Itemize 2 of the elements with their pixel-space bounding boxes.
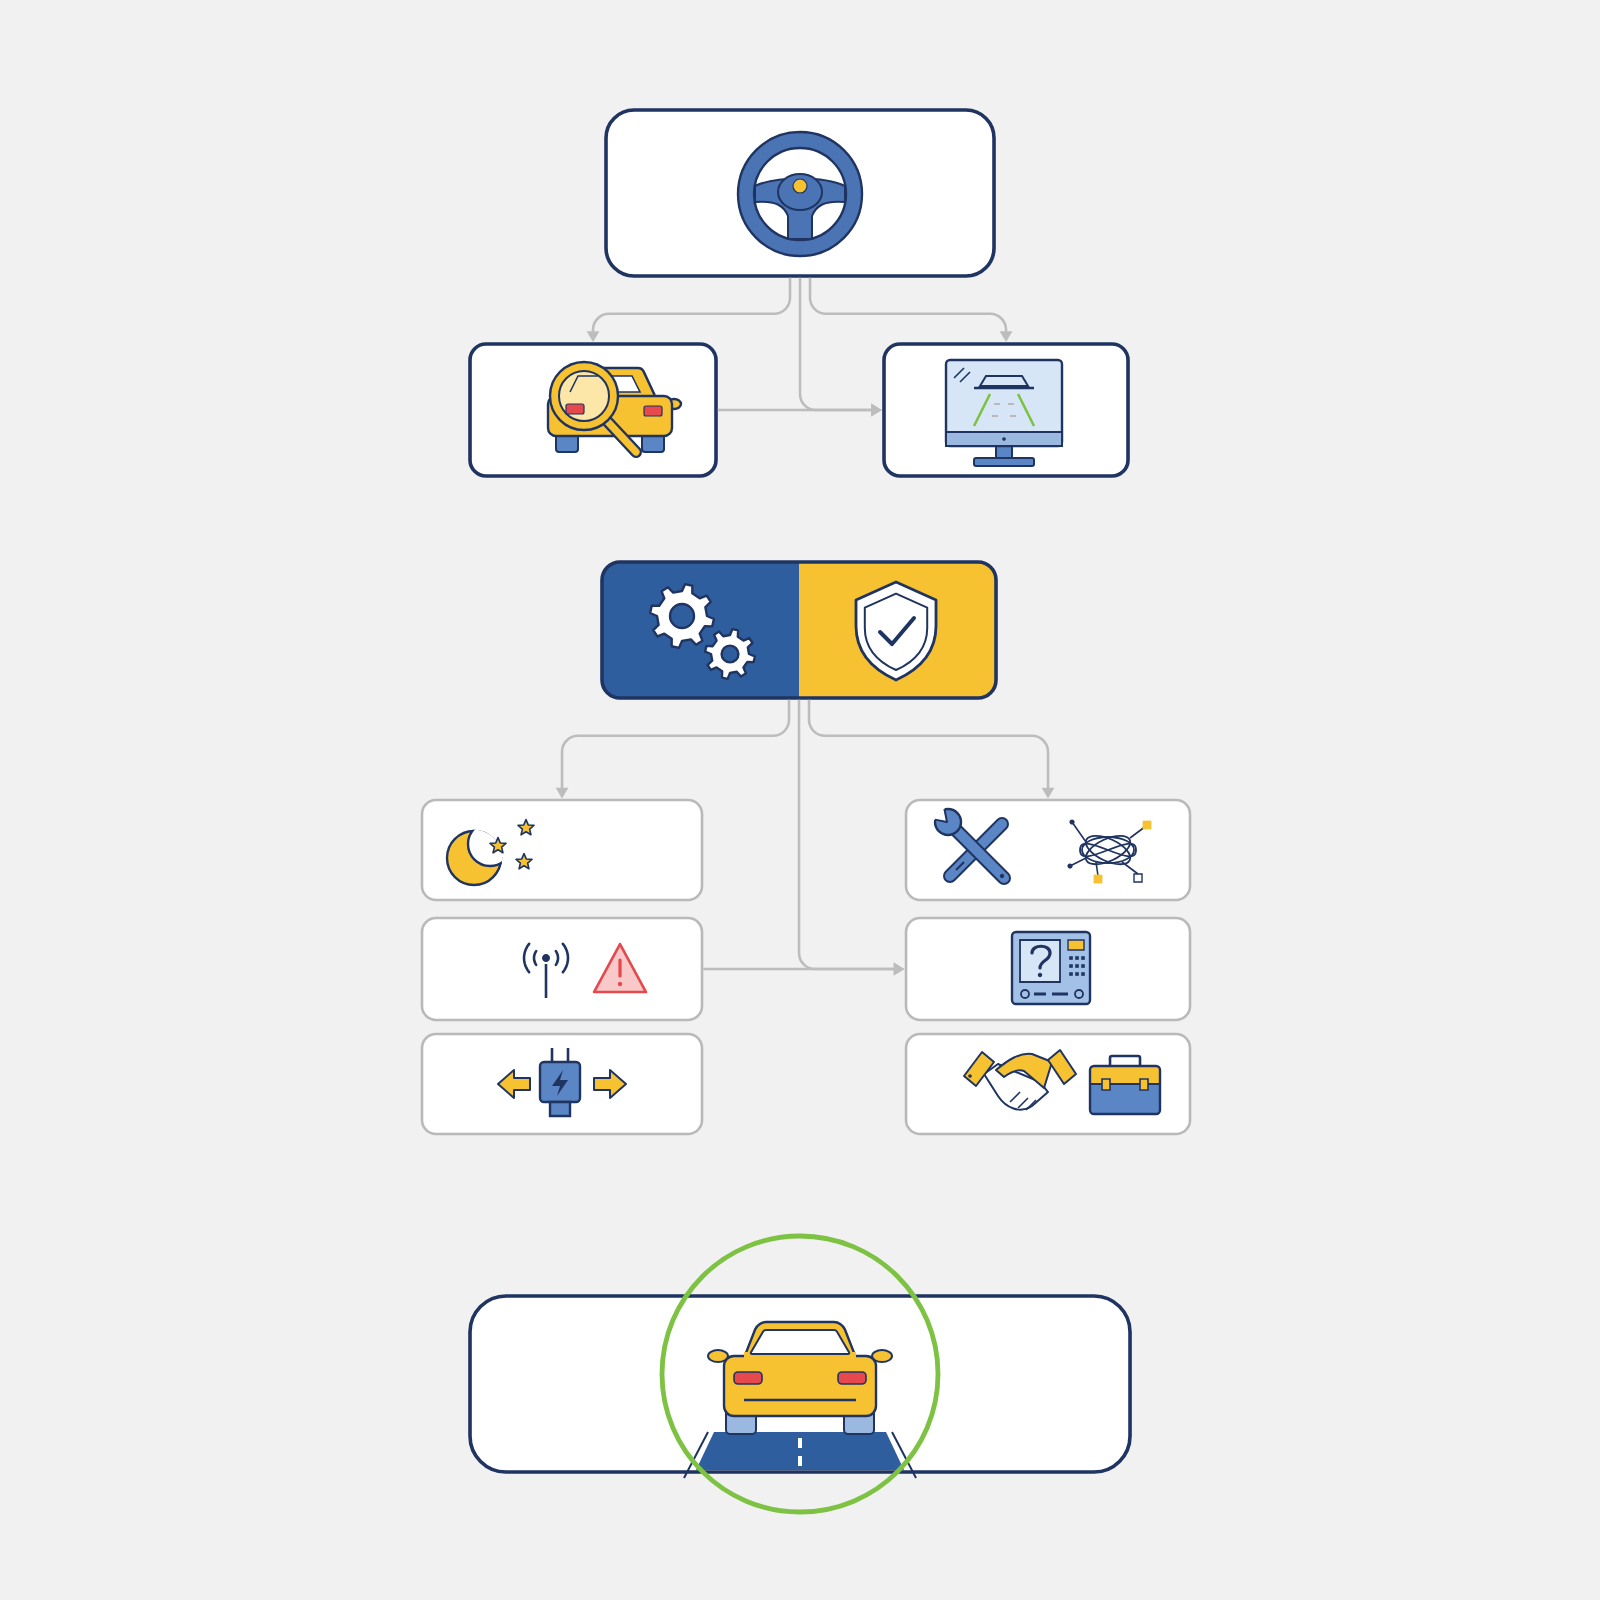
rounded-box — [420, 798, 704, 902]
rounded-box — [420, 916, 704, 1022]
